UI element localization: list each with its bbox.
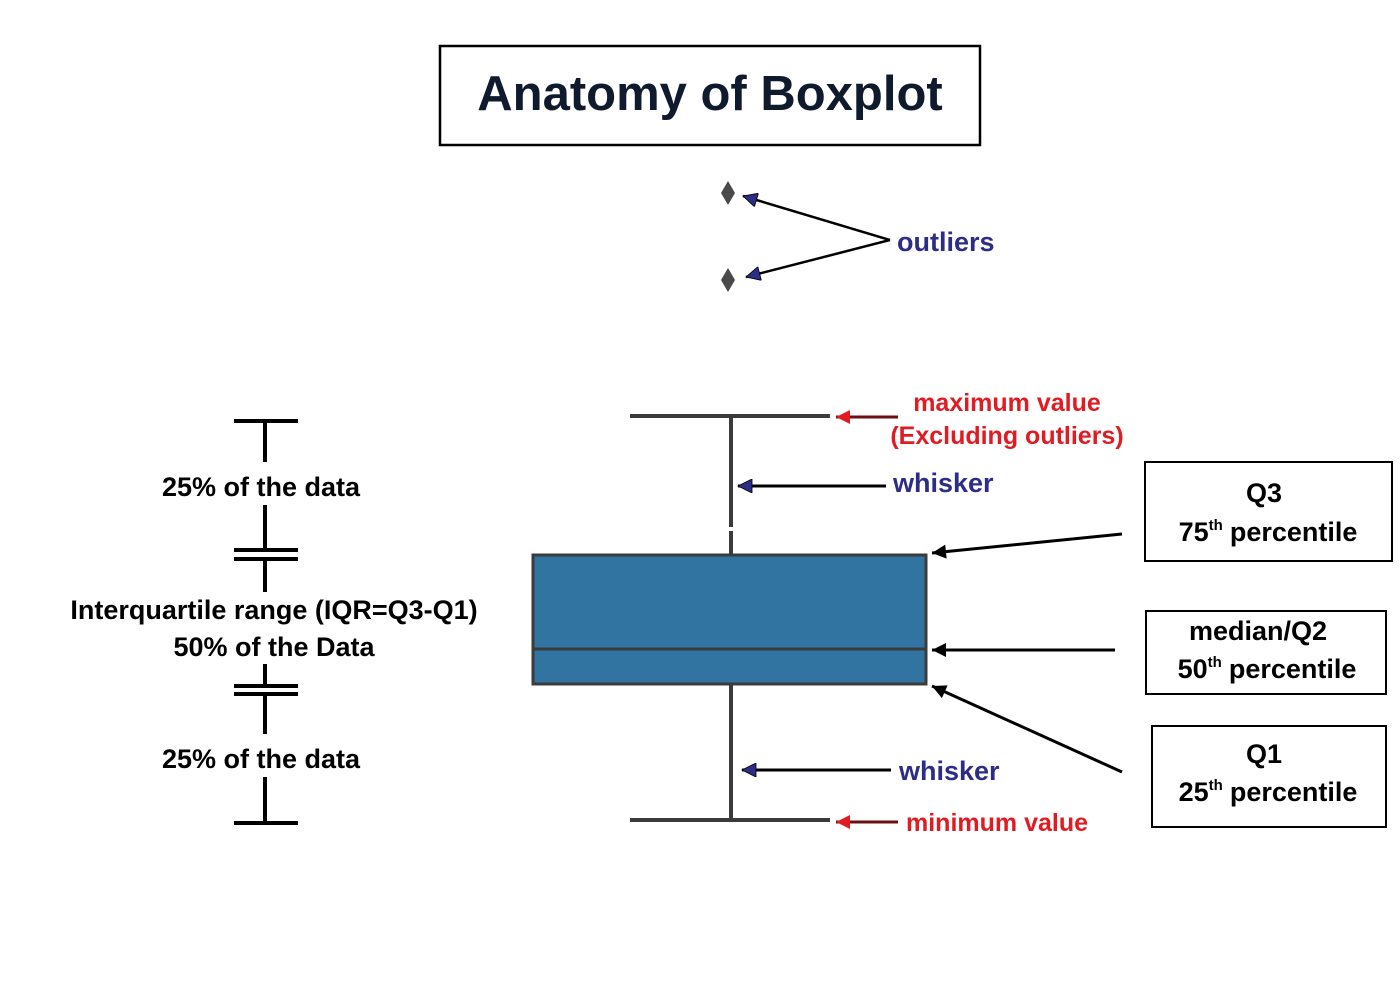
q3-number: 75	[1179, 517, 1209, 547]
min-label: minimum value	[906, 809, 1088, 837]
max-label-line1: maximum value	[913, 389, 1101, 417]
q1-number: 25	[1179, 777, 1209, 807]
outlier-marker-upper	[721, 181, 735, 205]
scale-upper-label: 25% of the data	[162, 472, 361, 502]
q3-arrow	[931, 532, 1123, 559]
max-label-line2: (Excluding outliers)	[890, 422, 1123, 450]
median-box	[1145, 610, 1387, 695]
outliers-label: outliers	[897, 227, 995, 257]
whisker-lower-label: whisker	[898, 756, 1000, 786]
q1-title: Q1	[1246, 739, 1282, 769]
q1-percentile-text: 25th percentile	[1179, 777, 1358, 807]
median-number: 50	[1178, 654, 1208, 684]
scale-iqr-label-line1: Interquartile range (IQR=Q3-Q1)	[70, 595, 477, 625]
outlier-arrow-lower	[746, 238, 891, 277]
q3-suffix: th	[1209, 517, 1223, 534]
minimum-annotation: minimum value	[836, 809, 1088, 837]
q3-title: Q3	[1246, 478, 1282, 508]
median-suffix: th	[1208, 654, 1222, 671]
q1-box	[1151, 725, 1387, 828]
q3-percentile-text: 75th percentile	[1179, 517, 1358, 547]
q3-annotation: Q3 75th percentile	[931, 461, 1393, 562]
scale-lower-label: 25% of the data	[162, 744, 361, 774]
outliers-group: outliers	[721, 181, 995, 292]
q1-suffix: th	[1209, 777, 1223, 794]
q1-percentile-label: percentile	[1230, 777, 1358, 807]
outlier-marker-lower	[721, 268, 735, 292]
diagram-title: Anatomy of Boxplot	[477, 67, 942, 121]
q3-percentile-label: percentile	[1230, 517, 1358, 547]
whisker-lower-annotation: whisker	[742, 756, 1000, 786]
q1-arrow	[931, 684, 1123, 774]
iqr-box	[531, 553, 928, 686]
title-box: Anatomy of Boxplot	[438, 44, 982, 147]
median-annotation: median/Q2 50th percentile	[932, 610, 1387, 695]
left-scale: 25% of the data Interquartile range (IQR…	[70, 419, 478, 825]
median-percentile-label: percentile	[1229, 654, 1357, 684]
median-percentile-text: 50th percentile	[1178, 654, 1357, 684]
scale-iqr-label-line2: 50% of the Data	[173, 632, 375, 662]
q3-box	[1144, 461, 1393, 562]
median-title: median/Q2	[1189, 616, 1327, 646]
outlier-arrow-upper	[743, 196, 891, 242]
q1-annotation: Q1 25th percentile	[931, 684, 1387, 828]
boxplot	[531, 414, 928, 822]
whisker-upper-annotation: whisker	[738, 468, 994, 498]
maximum-annotation: maximum value (Excluding outliers)	[836, 389, 1124, 450]
whisker-upper-label: whisker	[892, 468, 994, 498]
